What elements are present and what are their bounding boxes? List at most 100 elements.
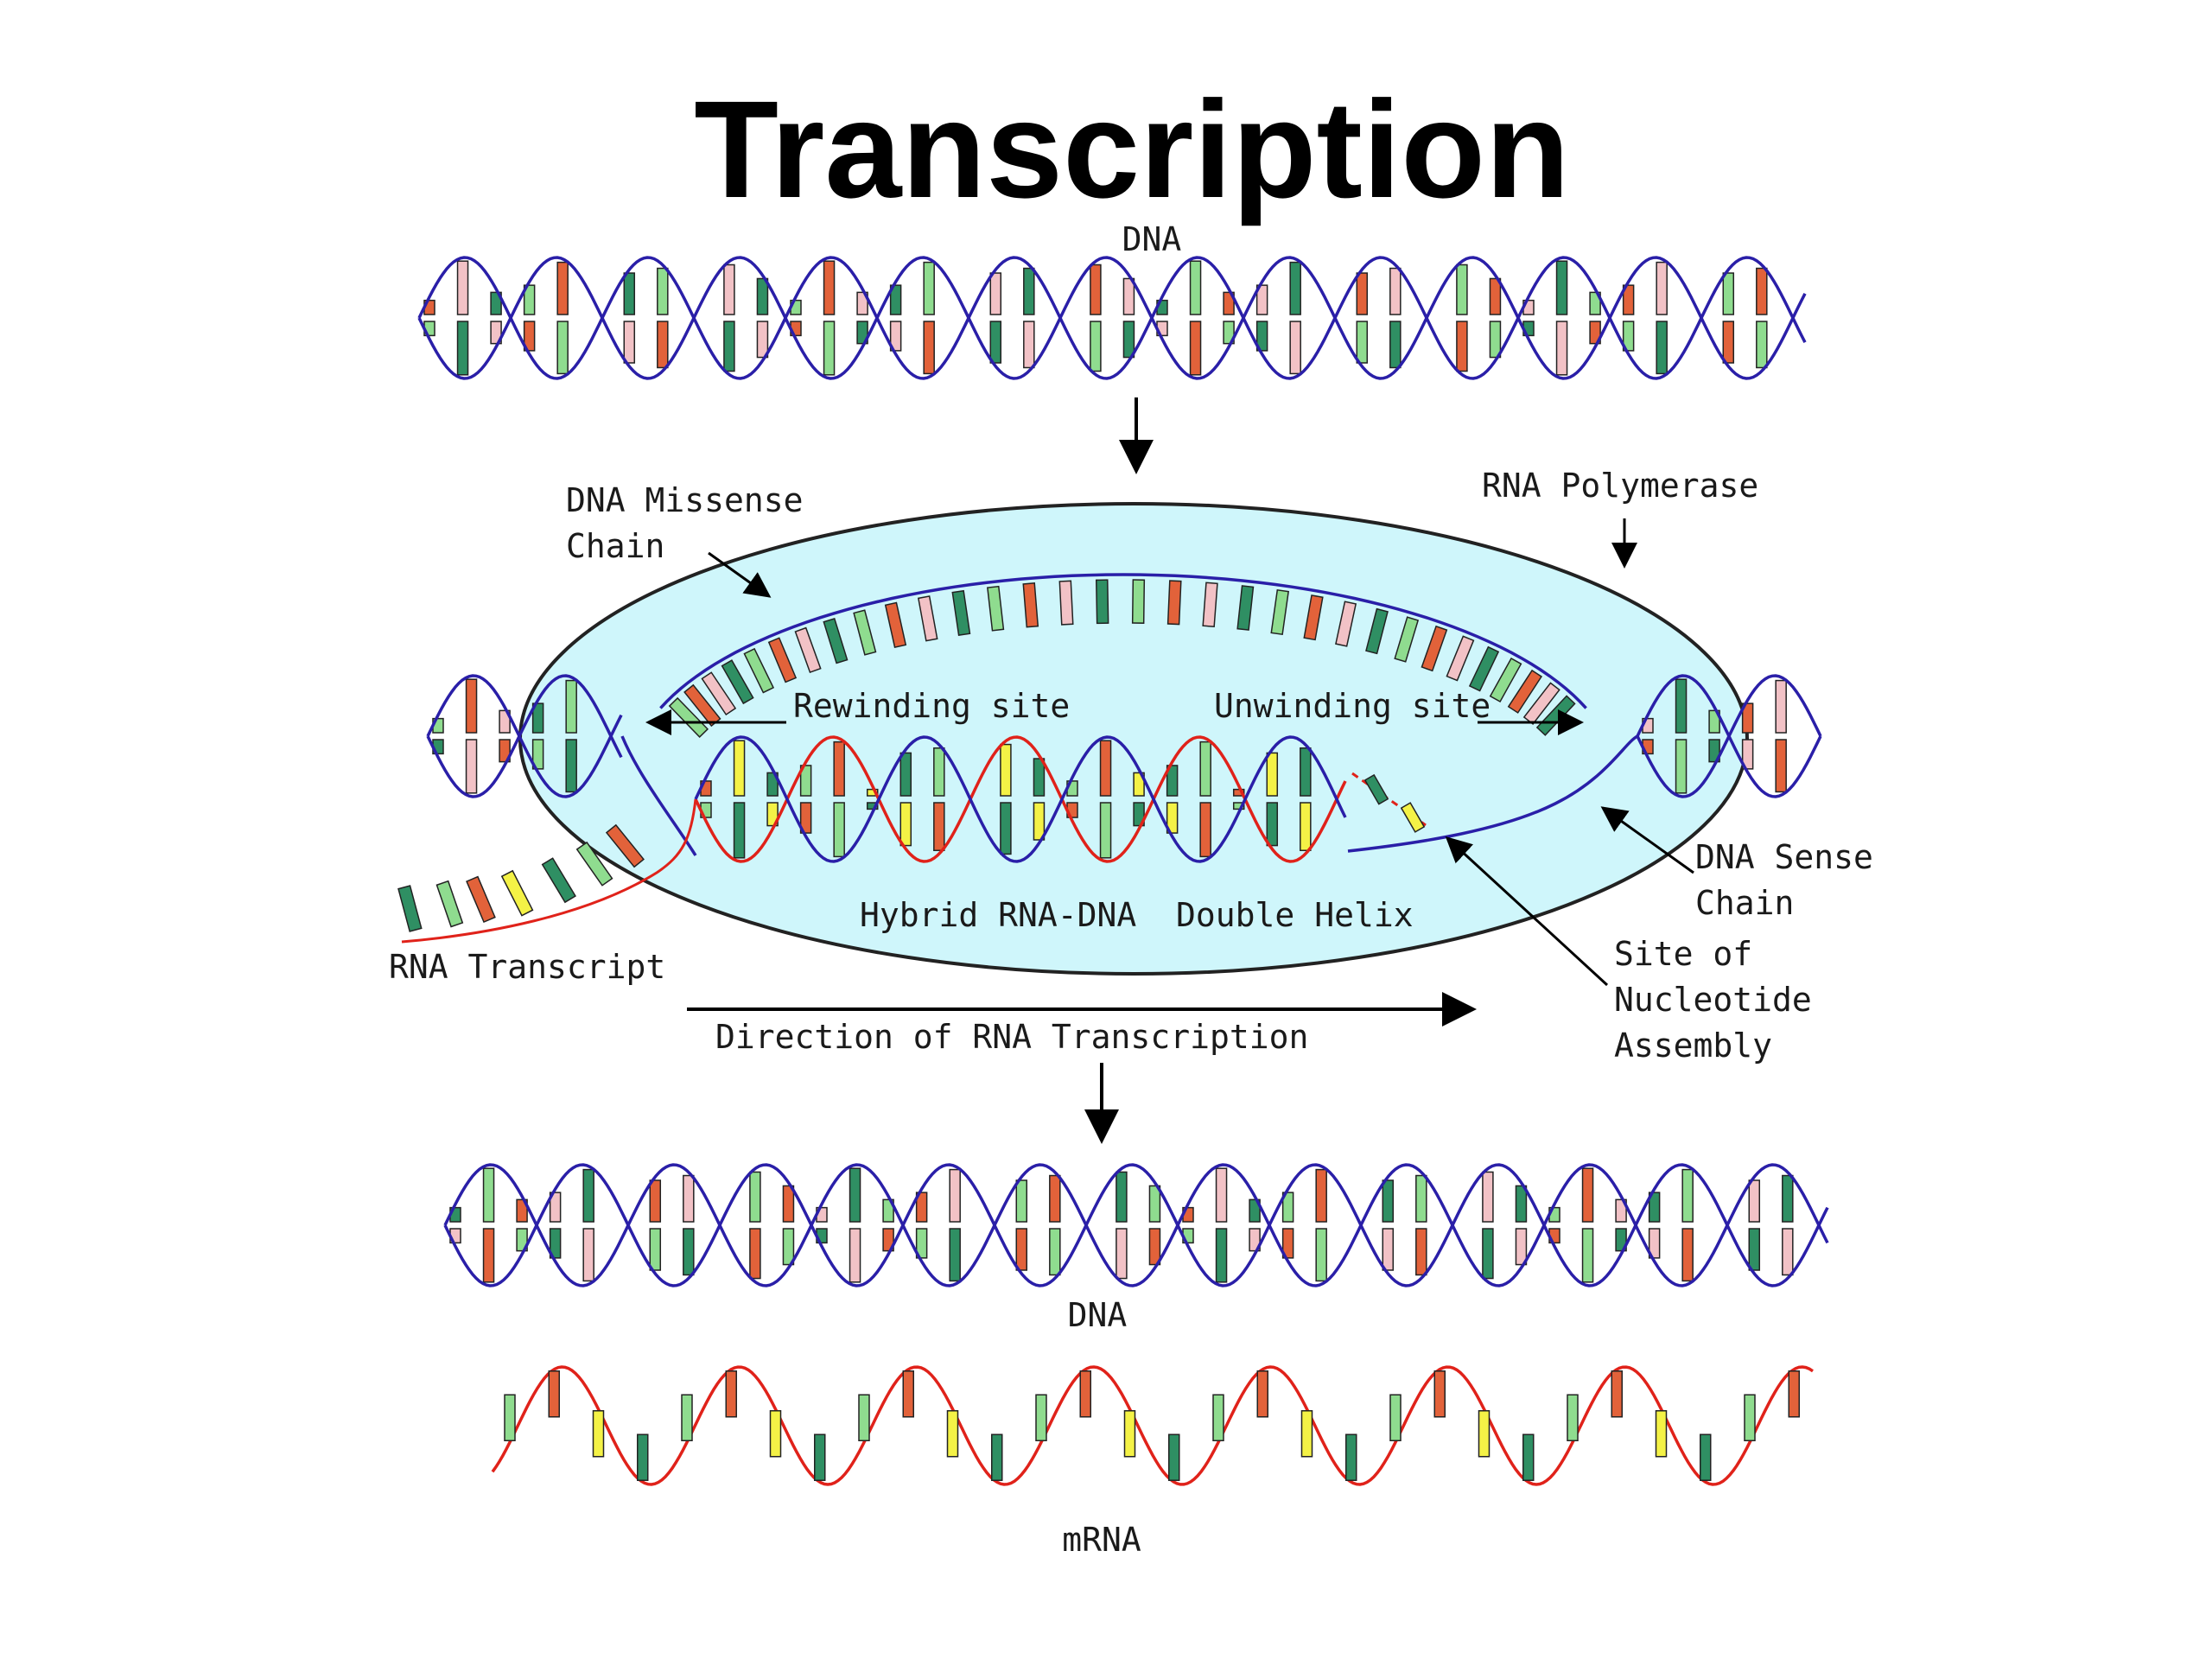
base-pair-bar	[456, 260, 469, 315]
base-pair-bar	[1223, 321, 1235, 345]
base-pair-bar	[575, 841, 613, 887]
base-pair-bar	[1456, 321, 1468, 372]
page-title: Transcription	[694, 72, 1570, 226]
base-pair-bar	[1615, 1198, 1627, 1223]
base-pair-bar	[1421, 625, 1448, 672]
base-pair-bar	[523, 284, 536, 315]
base-pair-bar	[397, 885, 423, 932]
base-pair-bar	[456, 321, 469, 376]
base-pair-bar	[1515, 1185, 1528, 1223]
base-pair-bar	[490, 291, 502, 315]
free-nucleotides	[1351, 772, 1427, 833]
base-pair-bar	[1615, 1228, 1627, 1252]
base-pair-bar	[1722, 321, 1735, 364]
base-pair-bar	[1489, 657, 1522, 703]
base-pair-bar	[1656, 321, 1668, 375]
base-pair-bar	[1788, 1370, 1800, 1418]
base-pair-bar	[1116, 1171, 1128, 1223]
dna-strand	[694, 735, 1347, 863]
base-pair-bar	[1756, 267, 1768, 315]
base-pair-bar	[915, 1228, 928, 1259]
base-pair-bar	[884, 601, 907, 649]
base-pair-bar	[1415, 1228, 1427, 1276]
base-pair-bar	[582, 1228, 594, 1282]
base-pair-bar	[1446, 635, 1475, 682]
base-pair-bar	[482, 1228, 495, 1283]
base-pair-bar	[1289, 261, 1301, 315]
label-site-1: Site of	[1614, 935, 1752, 973]
base-pair-bar	[1648, 1228, 1661, 1259]
base-pair-bar	[592, 1410, 605, 1458]
base-pair-bar	[1199, 802, 1211, 858]
dna-strand	[417, 256, 1807, 380]
base-pair-bar	[1507, 669, 1543, 714]
base-pair-bar	[683, 1228, 695, 1276]
base-pair-bar	[799, 765, 812, 797]
base-pair-bar	[1782, 1174, 1794, 1223]
base-pair-bar	[1212, 1394, 1224, 1441]
label-missense-2: Chain	[566, 527, 664, 565]
base-pair-bar	[499, 709, 511, 734]
base-pair-bar	[1148, 1185, 1161, 1223]
arrow-missense	[708, 551, 772, 598]
base-pair-bar	[1079, 1370, 1091, 1418]
base-pair-bar	[1482, 1171, 1494, 1223]
base-pair-bar	[1482, 1228, 1494, 1280]
base-pair-bar	[565, 679, 577, 734]
base-pair-bar	[989, 272, 1002, 315]
base-pair-bar	[1215, 1228, 1228, 1283]
base-pair-bar	[1281, 1192, 1294, 1223]
base-pair-bar	[1215, 1167, 1228, 1223]
dna-strand	[1636, 674, 1822, 798]
base-pair-bar	[1199, 741, 1211, 797]
base-pair-bar	[531, 739, 544, 770]
label-site-2: Nucleotide	[1614, 981, 1812, 1019]
base-pair-bar	[723, 321, 735, 372]
base-pair-bar	[1058, 580, 1074, 626]
base-pair-bar	[657, 267, 669, 315]
base-pair-bar	[1315, 1168, 1327, 1223]
base-pair-bar	[1266, 802, 1279, 847]
base-pair-bar	[1015, 1179, 1028, 1223]
base-pair-bar	[500, 869, 534, 917]
base-pair-bar	[1023, 321, 1035, 369]
base-pair-bar	[1555, 321, 1568, 376]
base-pair-bar	[833, 741, 845, 797]
base-pair-bar	[1589, 321, 1601, 345]
base-pair-bar	[623, 321, 636, 364]
base-pair-bar	[849, 1167, 861, 1223]
base-pair-bar	[933, 747, 945, 797]
base-pair-bar	[1389, 321, 1402, 369]
base-pair-bar	[1123, 1410, 1136, 1458]
dna-helix-left-stub	[426, 674, 623, 798]
base-pair-bar	[465, 739, 478, 794]
dna-strand	[417, 256, 1807, 380]
base-pair-bar	[923, 261, 935, 315]
base-pair-bar	[1681, 1168, 1694, 1223]
base-pair-bar	[1782, 1228, 1794, 1276]
base-pair-bar	[1675, 678, 1688, 734]
base-pair-bar	[1656, 261, 1668, 315]
base-pair-bar	[725, 1370, 737, 1418]
dna-sense-chain	[620, 734, 1638, 856]
base-pair-bar	[549, 1228, 562, 1259]
base-pair-bar	[1775, 679, 1787, 734]
base-pair-bar	[733, 740, 746, 797]
base-pair-bar	[721, 659, 754, 705]
dna-helix-bottom	[443, 1163, 1829, 1287]
base-pair-bar	[1023, 267, 1035, 315]
base-pair-bar	[856, 321, 868, 345]
base-pair-bar	[1049, 1174, 1061, 1223]
base-pair-bar	[516, 1228, 528, 1252]
label-hybrid: Hybrid RNA-DNA Double Helix	[860, 896, 1414, 934]
base-pair-bar	[1033, 758, 1046, 797]
base-pair-bar	[1775, 739, 1787, 793]
mrna-backbone	[491, 1365, 1814, 1486]
base-pair-bar	[1122, 321, 1135, 359]
base-pair-bar	[899, 802, 912, 847]
base-pair-bar	[1133, 802, 1145, 827]
base-pair-bar	[683, 1174, 695, 1223]
base-pair-bar	[1099, 740, 1112, 797]
base-pair-bar	[1382, 1228, 1395, 1271]
